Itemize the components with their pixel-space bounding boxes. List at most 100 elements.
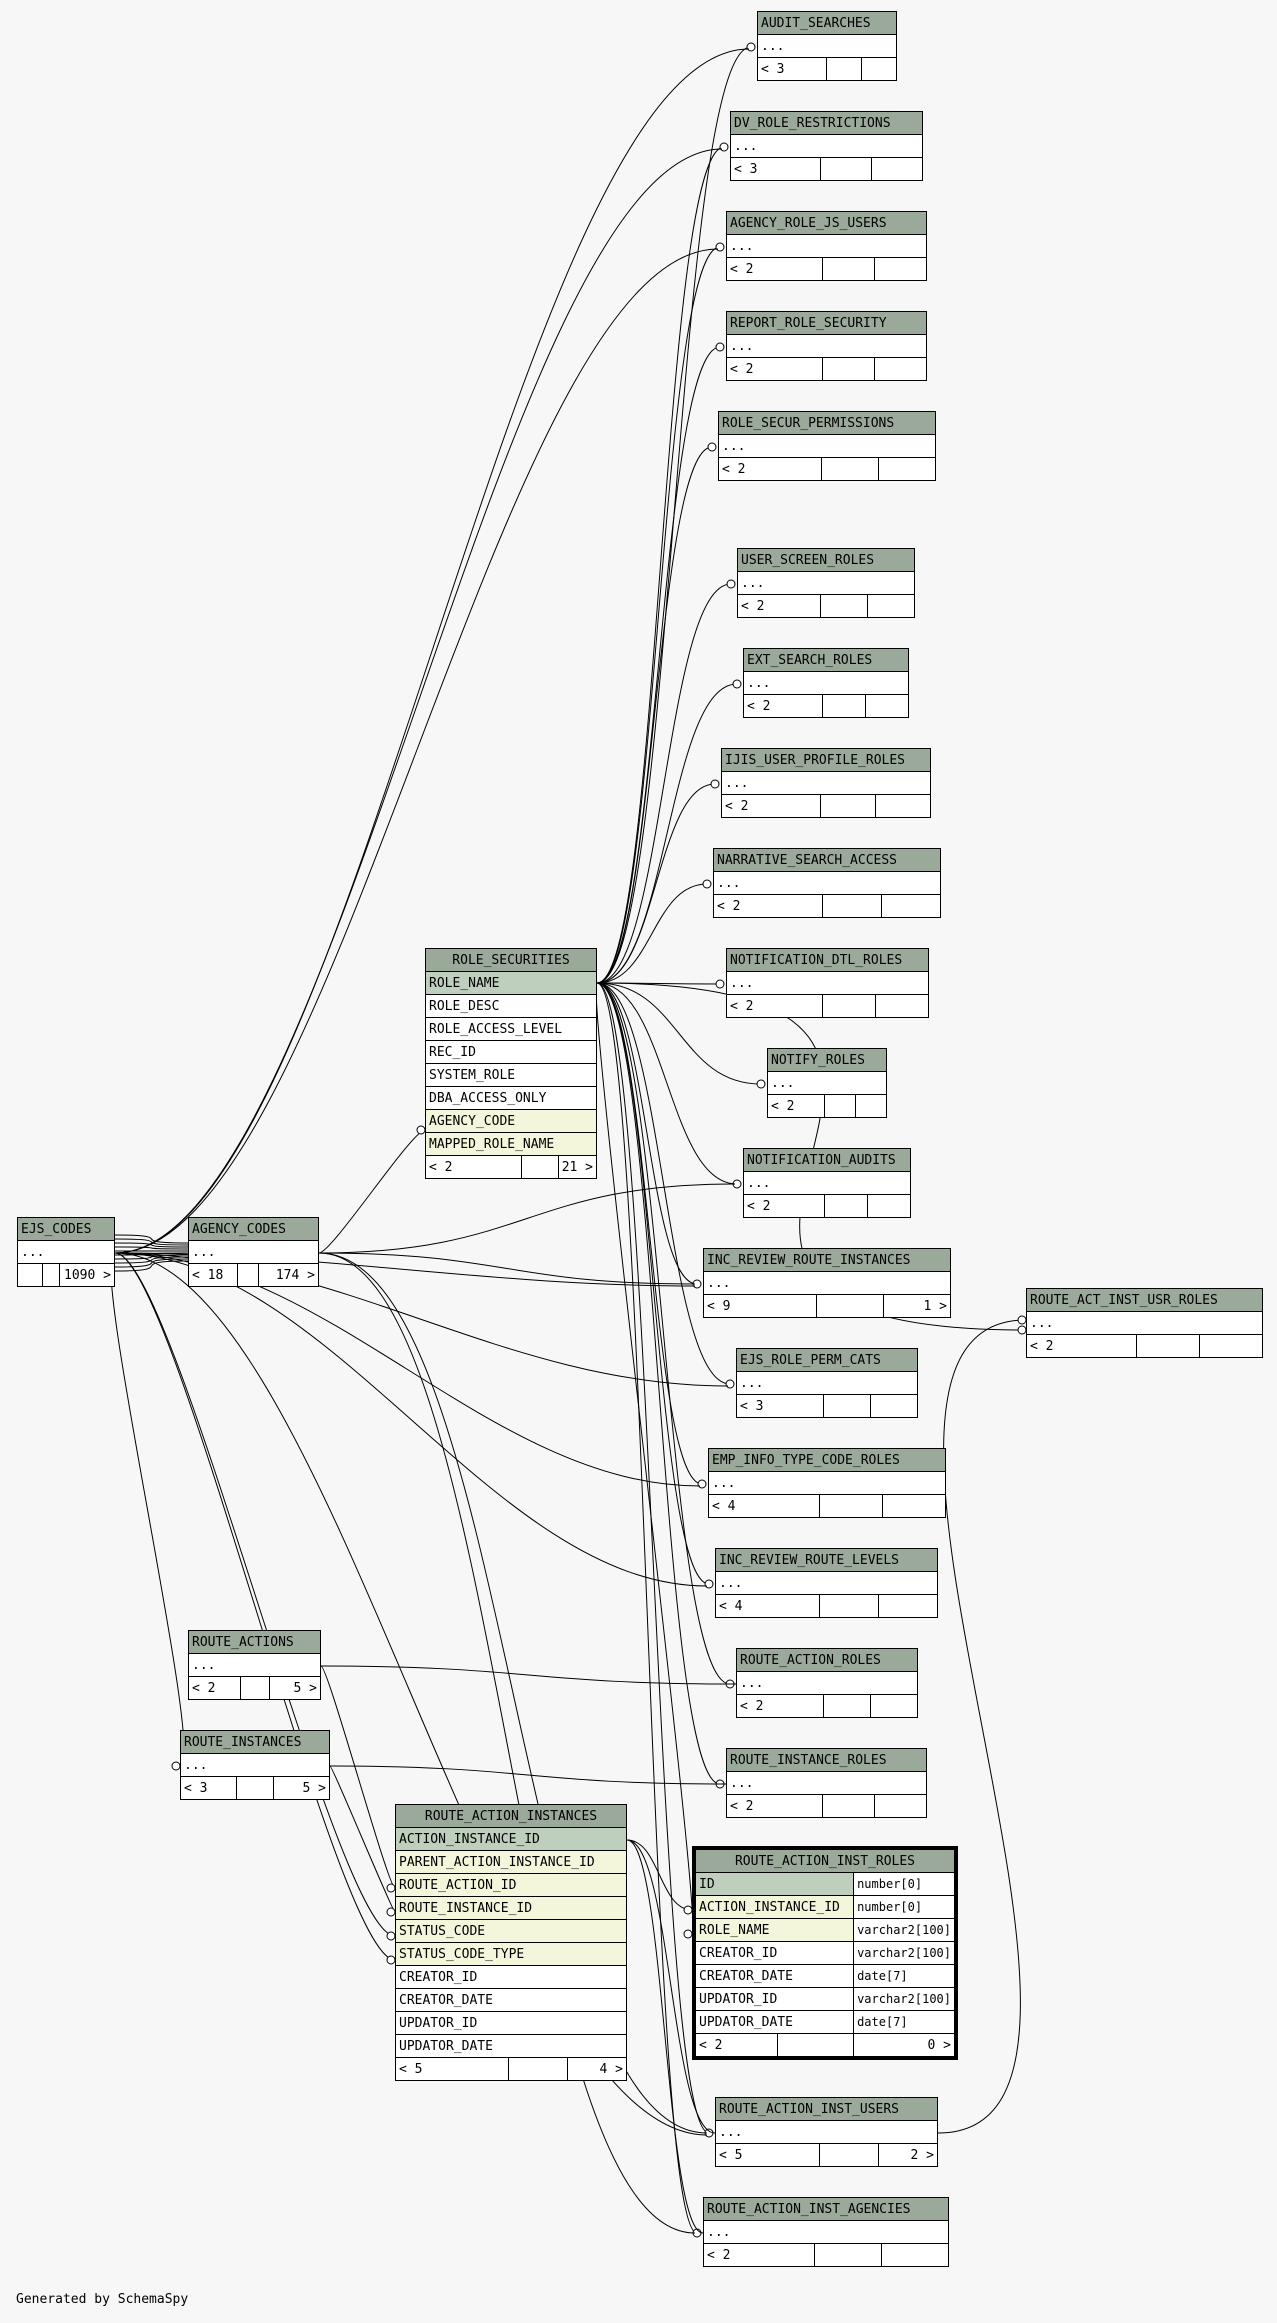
column-role-desc: ROLE_DESC	[425, 994, 597, 1018]
table-route-act-inst-usr-roles[interactable]: ROUTE_ACT_INST_USR_ROLES ... < 2	[1026, 1288, 1263, 1358]
relationship-end-marker	[732, 679, 742, 689]
table-name: NOTIFICATION_DTL_ROLES	[726, 948, 929, 972]
relationship-end-marker	[683, 1905, 693, 1915]
column-parent-action-instance-id: PARENT_ACTION_INSTANCE_ID	[395, 1850, 627, 1874]
parents-count: < 2	[743, 1194, 825, 1218]
table-agency-role-js-users[interactable]: AGENCY_ROLE_JS_USERS ... < 2	[726, 211, 927, 281]
relationship-line	[596, 683, 738, 984]
relationship-line	[596, 982, 738, 1185]
relationship-end-marker	[1017, 1315, 1027, 1325]
table-narrative-search-access[interactable]: NARRATIVE_SEARCH_ACCESS ... < 2	[713, 848, 941, 918]
column-role-name: ROLE_NAME	[425, 971, 597, 995]
columns-ellipsis: ...	[188, 1653, 321, 1677]
parents-count: < 3	[730, 157, 821, 181]
relationship-line	[114, 1258, 189, 1268]
relationship-line	[596, 982, 721, 985]
children-count: 2 >	[878, 2143, 938, 2167]
parents-count: < 2	[703, 2243, 815, 2267]
table-user-screen-roles[interactable]: USER_SCREEN_ROLES ... < 2	[737, 548, 915, 618]
parents-count: < 2	[736, 1694, 824, 1718]
table-name: ROUTE_ACTIONS	[188, 1630, 321, 1654]
table-report-role-security[interactable]: REPORT_ROLE_SECURITY ... < 2	[726, 311, 927, 381]
table-audit-searches[interactable]: AUDIT_SEARCHES ... < 3	[757, 11, 897, 81]
parents-count: < 2	[726, 1794, 823, 1818]
column-status-code: STATUS_CODE	[395, 1919, 627, 1943]
relationship-line	[596, 883, 708, 984]
table-role-securities[interactable]: ROLE_SECURITIES ROLE_NAME ROLE_DESC ROLE…	[425, 948, 598, 1179]
table-emp-info-type-code-roles[interactable]: EMP_INFO_TYPE_CODE_ROLES ... < 4	[708, 1448, 946, 1518]
table-ejs-codes[interactable]: EJS_CODES ... 1090 >	[17, 1217, 115, 1287]
columns-ellipsis: ...	[188, 1240, 319, 1264]
parents-count: < 5	[395, 2057, 509, 2081]
relationship-line	[114, 1252, 396, 1961]
table-name: REPORT_ROLE_SECURITY	[726, 311, 927, 335]
parents-count: < 2	[188, 1676, 241, 1700]
parents-count: < 2	[726, 257, 823, 281]
table-route-action-inst-agencies[interactable]: ROUTE_ACTION_INST_AGENCIES ... < 2	[703, 2197, 949, 2267]
parents-count: < 2	[713, 894, 823, 918]
relationship-line	[596, 982, 731, 1385]
columns-ellipsis: ...	[726, 1771, 927, 1795]
table-name: INC_REVIEW_ROUTE_LEVELS	[715, 1548, 938, 1572]
relationship-line	[114, 1252, 396, 1937]
table-inc-review-route-levels[interactable]: INC_REVIEW_ROUTE_LEVELS ... < 4	[715, 1548, 938, 1618]
relationship-line	[596, 982, 721, 1785]
table-name: DV_ROLE_RESTRICTIONS	[730, 111, 923, 135]
relationship-end-marker	[683, 1929, 693, 1939]
relationship-line	[596, 982, 698, 1285]
relationship-end-marker	[386, 1907, 396, 1917]
children-count: 4 >	[567, 2057, 627, 2081]
table-ext-search-roles[interactable]: EXT_SEARCH_ROLES ... < 2	[743, 648, 909, 718]
relationship-end-marker	[756, 1079, 766, 1089]
column-id: ID	[693, 1872, 855, 1896]
relationship-line	[114, 1238, 189, 1246]
relationship-line	[626, 1839, 693, 1911]
column-type: varchar2[100]	[853, 1987, 957, 2011]
relationship-line	[596, 783, 716, 984]
relationship-line	[596, 246, 721, 984]
table-notification-audits[interactable]: NOTIFICATION_AUDITS ... < 2	[743, 1148, 911, 1218]
column-mapped-role-name: MAPPED_ROLE_NAME	[425, 1132, 597, 1156]
column-dba-access-only: DBA_ACCESS_ONLY	[425, 1086, 597, 1110]
relationship-line	[320, 1665, 396, 1889]
parents-count: < 2	[721, 794, 821, 818]
table-name: AGENCY_ROLE_JS_USERS	[726, 211, 927, 235]
table-role-secur-permissions[interactable]: ROLE_SECUR_PERMISSIONS ... < 2	[718, 411, 936, 481]
table-name: NARRATIVE_SEARCH_ACCESS	[713, 848, 941, 872]
table-route-action-instances[interactable]: ROUTE_ACTION_INSTANCES ACTION_INSTANCE_I…	[395, 1804, 627, 2081]
table-ijis-user-profile-roles[interactable]: IJIS_USER_PROFILE_ROLES ... < 2	[721, 748, 931, 818]
relationship-end-marker	[707, 442, 717, 452]
relationship-end-marker	[386, 1955, 396, 1965]
relationship-end-marker	[386, 1883, 396, 1893]
table-name: NOTIFY_ROLES	[767, 1048, 887, 1072]
column-type: number[0]	[853, 1895, 957, 1919]
relationship-line	[596, 982, 710, 1585]
parents-count: < 2	[726, 357, 823, 381]
table-notify-roles[interactable]: NOTIFY_ROLES ... < 2	[767, 1048, 887, 1118]
table-route-action-roles[interactable]: ROUTE_ACTION_ROLES ... < 2	[736, 1648, 918, 1718]
column-role-name: ROLE_NAME	[693, 1918, 855, 1942]
relationship-end-marker	[715, 242, 725, 252]
relationship-end-marker	[1017, 1325, 1027, 1335]
relationship-line	[596, 583, 732, 984]
table-name: ROLE_SECUR_PERMISSIONS	[718, 411, 936, 435]
relationship-line	[114, 1254, 189, 1260]
column-agency-code: AGENCY_CODE	[425, 1109, 597, 1133]
table-name: ROUTE_ACTION_INSTANCES	[395, 1804, 627, 1828]
table-route-instance-roles[interactable]: ROUTE_INSTANCE_ROLES ... < 2	[726, 1748, 927, 1818]
parents-count: < 2	[425, 1155, 522, 1179]
column-role-access-level: ROLE_ACCESS_LEVEL	[425, 1017, 597, 1041]
table-notification-dtl-roles[interactable]: NOTIFICATION_DTL_ROLES ... < 2	[726, 948, 929, 1018]
table-ejs-role-perm-cats[interactable]: EJS_ROLE_PERM_CATS ... < 3	[736, 1348, 918, 1418]
relationship-line	[595, 982, 694, 1935]
table-dv-role-restrictions[interactable]: DV_ROLE_RESTRICTIONS ... < 3	[730, 111, 923, 181]
columns-ellipsis: ...	[736, 1671, 918, 1695]
column-updator-date: UPDATOR_DATE	[693, 2010, 855, 2034]
